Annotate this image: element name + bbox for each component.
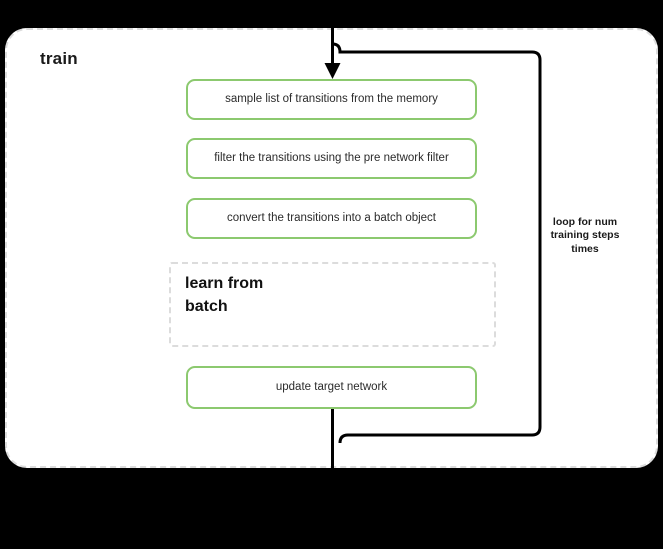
loop-label-line3: times [571,242,599,255]
step-box-convert-to-batch[interactable]: convert the transitions into a batch obj… [186,198,477,239]
train-block-title: train [40,49,78,68]
loop-label-line1: loop for num [552,216,618,228]
loop-annotation-label: loop for num training steps times [535,216,635,256]
learn-from-batch-title: learn from batch [185,272,325,318]
step-label-convert-to-batch: convert the transitions into a batch obj… [226,212,437,225]
step-label-update-target: update target network [275,381,388,394]
learn-from-batch-title-line1: learn from [185,275,264,292]
step-label-sample-transitions: sample list of transitions from the memo… [225,93,438,106]
loop-label-line2: training steps [550,229,620,242]
step-box-update-target[interactable]: update target network [186,366,477,409]
learn-from-batch-block[interactable]: learn from batch [169,262,496,347]
step-box-filter-transitions[interactable]: filter the transitions using the pre net… [186,138,477,179]
step-box-sample-transitions[interactable]: sample list of transitions from the memo… [186,79,477,120]
learn-from-batch-title-line2: batch [185,298,228,316]
step-label-filter-transitions: filter the transitions using the pre net… [214,152,449,165]
